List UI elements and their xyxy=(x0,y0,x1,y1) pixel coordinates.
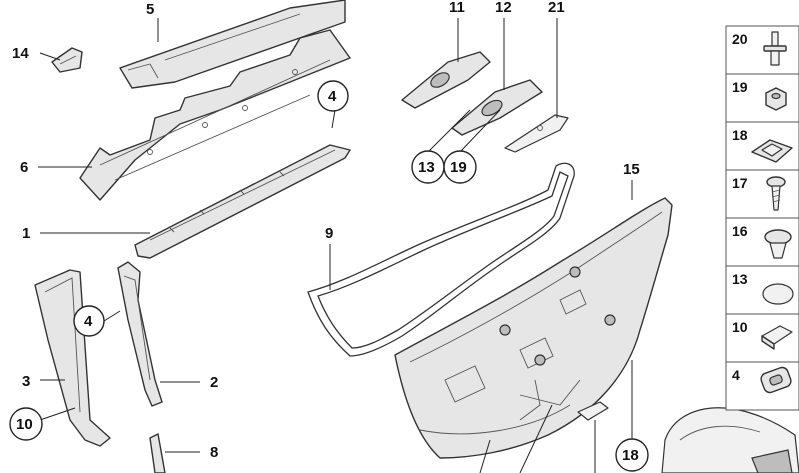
callout-9: 9 xyxy=(325,225,333,242)
callout-3: 3 xyxy=(22,373,30,390)
legend-cell-20 xyxy=(725,25,799,75)
part-5-upper-trim xyxy=(119,0,346,89)
part-11-handle-cover xyxy=(401,51,491,109)
legend-number-4: 4 xyxy=(732,367,740,383)
legend-number-19: 19 xyxy=(732,79,748,95)
screw-icon xyxy=(766,176,786,211)
legend-number-16: 16 xyxy=(732,223,748,239)
part-12-handle-trim xyxy=(451,79,543,136)
callout-4-circle-2 xyxy=(73,305,105,337)
callout-21: 21 xyxy=(548,0,565,16)
part-1-lower-trim xyxy=(134,144,351,259)
legend-cell-17 xyxy=(725,169,799,219)
hex-nut-icon xyxy=(765,87,787,111)
callout-4-circle xyxy=(317,80,349,112)
callout-8: 8 xyxy=(210,444,218,461)
part-3-pillar-trim xyxy=(34,269,111,447)
callout-4: 4 xyxy=(328,88,337,105)
spring-nut-icon xyxy=(751,139,793,163)
callout-14: 14 xyxy=(12,45,29,62)
callout-10: 10 xyxy=(16,416,33,433)
fastener-legend: 20 19 18 17 16 xyxy=(725,25,799,411)
callout-10-circle xyxy=(9,407,43,441)
legend-number-10: 10 xyxy=(732,319,748,335)
clip-nut-icon xyxy=(760,366,792,394)
callout-18: 18 xyxy=(622,447,639,464)
part-21-bracket xyxy=(504,114,569,153)
part-8-lower-trim xyxy=(149,433,166,473)
callout-18-circle xyxy=(615,438,649,472)
legend-number-18: 18 xyxy=(732,127,748,143)
legend-number-20: 20 xyxy=(732,31,748,47)
callout-12: 12 xyxy=(495,0,512,16)
callout-labels: 5 14 6 4 1 4 3 10 2 8 9 11 12 21 13 19 1… xyxy=(9,0,649,472)
part-6-trim-panel xyxy=(79,29,351,201)
callout-4-second: 4 xyxy=(84,313,93,330)
part-9-seal xyxy=(307,162,575,357)
part-small-bracket xyxy=(577,401,609,421)
cap-icon xyxy=(762,283,794,305)
callout-11: 11 xyxy=(449,0,465,16)
cover-cap-icon xyxy=(761,325,793,350)
expanding-rivet-icon xyxy=(764,229,792,259)
callout-5: 5 xyxy=(146,1,154,18)
legend-number-13: 13 xyxy=(732,271,748,287)
callout-1: 1 xyxy=(22,225,30,242)
part-2-side-trim xyxy=(117,261,163,407)
legend-number-17: 17 xyxy=(732,175,748,191)
part-15-tailgate-panel xyxy=(394,197,673,459)
legend-cell-19 xyxy=(725,73,799,123)
callout-19-circle xyxy=(443,150,477,184)
push-rivet-icon xyxy=(763,31,787,66)
leader-lines xyxy=(38,18,633,473)
part-14-clip xyxy=(51,47,83,73)
callout-15: 15 xyxy=(623,161,640,178)
callout-19: 19 xyxy=(450,159,467,176)
callout-2: 2 xyxy=(210,374,218,391)
callout-13: 13 xyxy=(418,159,435,176)
callout-6: 6 xyxy=(20,159,28,176)
vehicle-thumbnail xyxy=(661,407,799,473)
